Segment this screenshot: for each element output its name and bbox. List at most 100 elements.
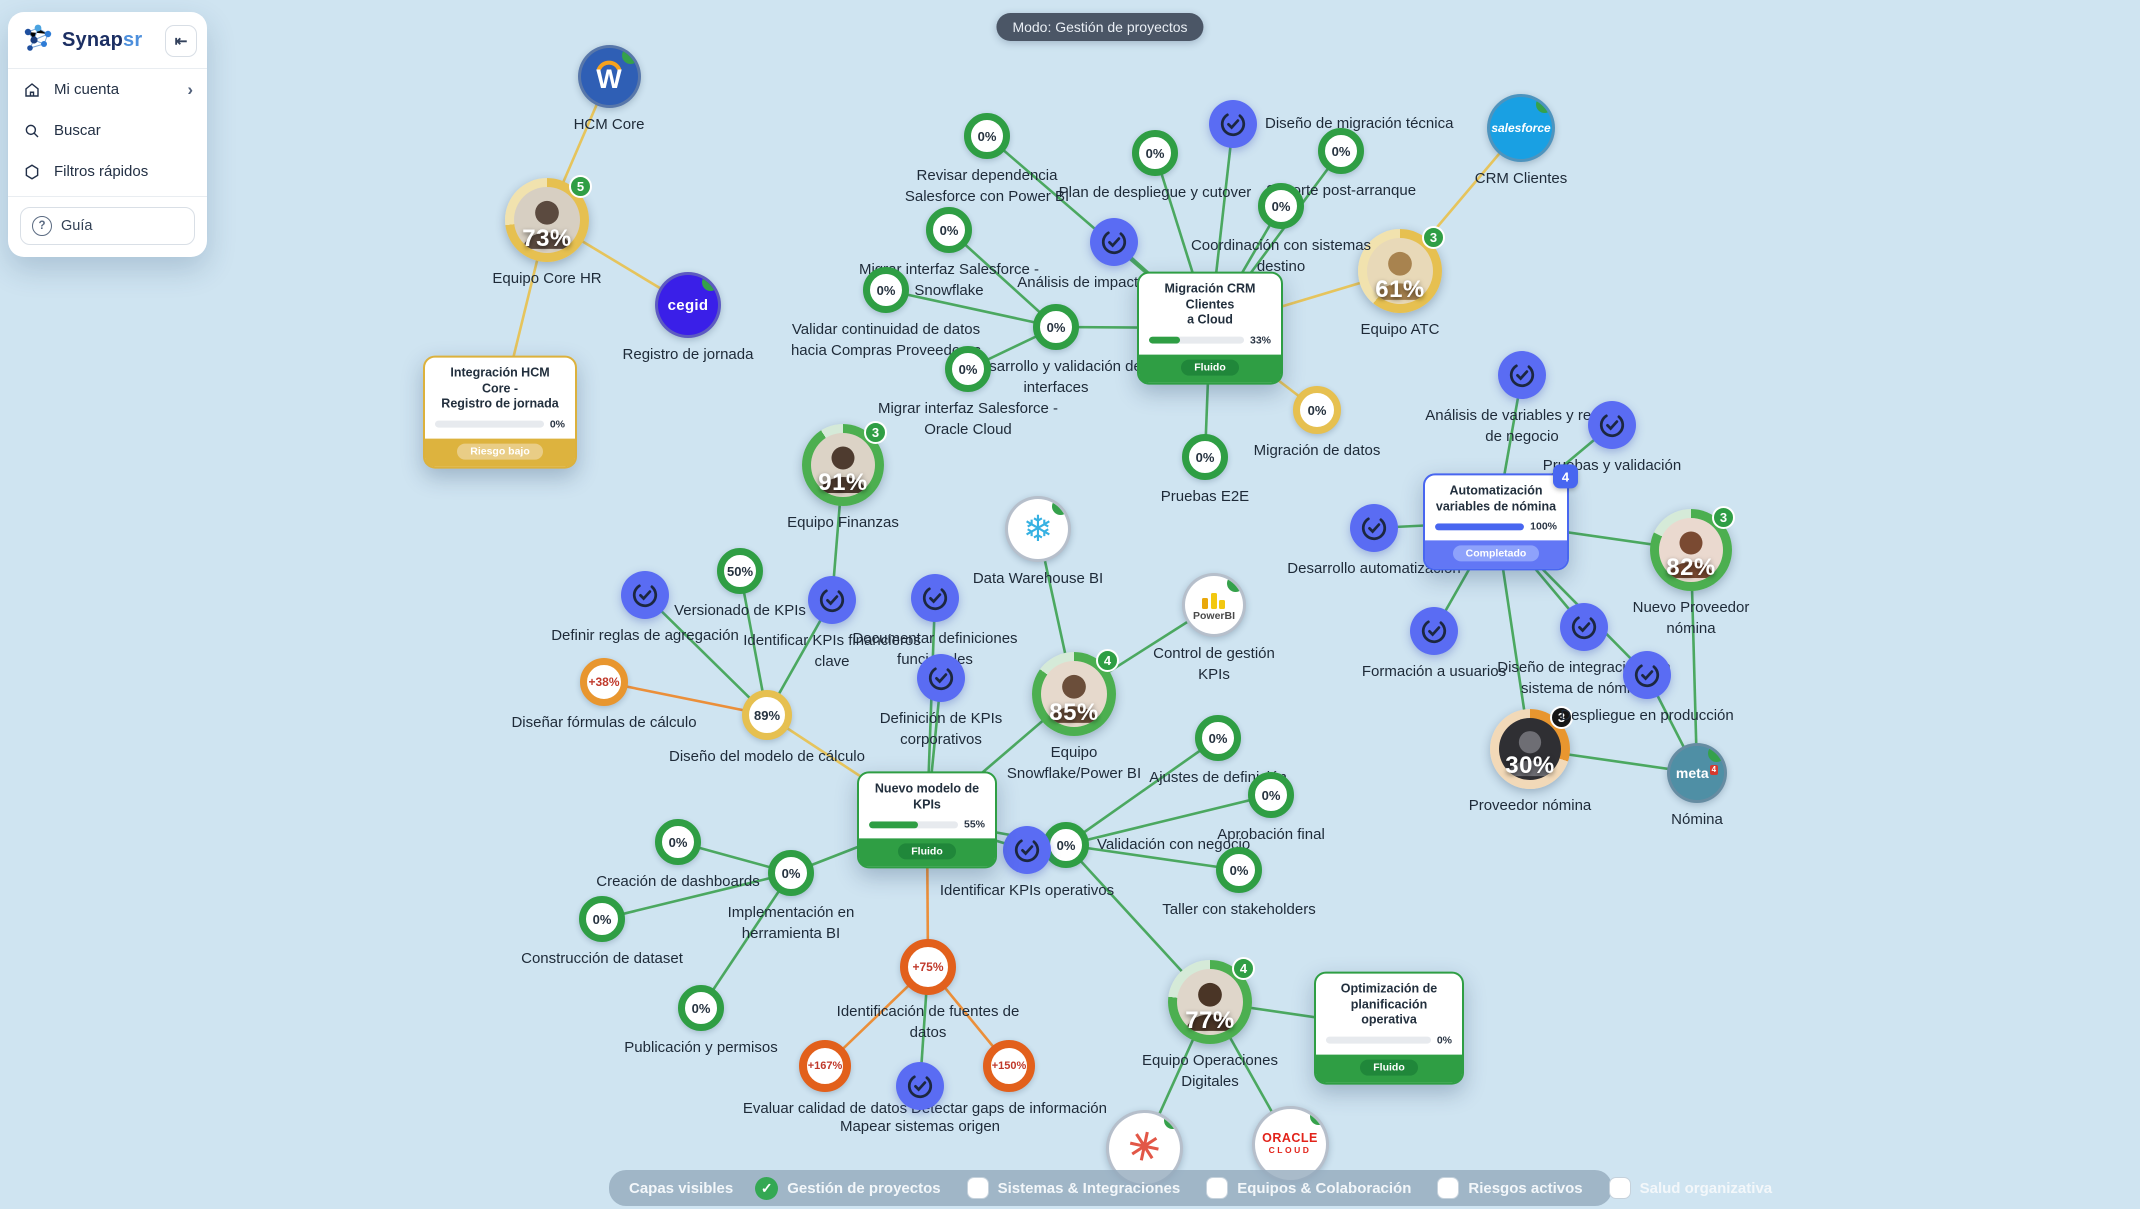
team-progress-value: 85% bbox=[1049, 699, 1099, 726]
task-node-plan-despliegue[interactable]: 0% bbox=[1132, 130, 1178, 176]
progress-value: 0% bbox=[1056, 837, 1076, 853]
task-node-ajustes-definicion[interactable]: 0% bbox=[1195, 715, 1241, 761]
task-node-publicacion-permisos[interactable]: 0% bbox=[678, 985, 724, 1031]
system-node-registro-jornada[interactable]: cegid bbox=[655, 272, 721, 338]
task-node-migrar-snowflake[interactable]: 0% bbox=[926, 207, 972, 253]
task-node-coordinacion-sistemas[interactable]: 0% bbox=[1258, 183, 1304, 229]
task-node-mapear-sistemas[interactable] bbox=[896, 1062, 944, 1110]
task-node-migracion-datos[interactable]: 0% bbox=[1293, 386, 1341, 434]
team-node-equipo-finanzas[interactable]: 91%3 bbox=[802, 421, 887, 506]
task-node-creacion-dashboards[interactable]: 0% bbox=[655, 819, 701, 865]
task-node-aprobacion-final[interactable]: 0% bbox=[1248, 772, 1294, 818]
task-node-migrar-oracle[interactable]: 0% bbox=[945, 346, 991, 392]
check-circle-icon bbox=[1014, 837, 1040, 863]
task-node-implementacion-bi[interactable]: 0% bbox=[768, 850, 814, 896]
team-node-equipo-operaciones[interactable]: 77%4 bbox=[1168, 957, 1255, 1044]
system-node-data-warehouse[interactable]: ❄ bbox=[1005, 496, 1071, 562]
task-node-diseno-migracion[interactable] bbox=[1209, 100, 1257, 148]
team-progress-value: 91% bbox=[818, 469, 868, 496]
progress-value: 0% bbox=[1229, 862, 1249, 878]
progress-bar bbox=[435, 420, 544, 428]
help-icon: ? bbox=[32, 216, 52, 236]
status-dot bbox=[702, 275, 718, 291]
checkbox-checked-icon[interactable]: ✓ bbox=[755, 1176, 779, 1200]
task-node-definicion-kpis-corp[interactable] bbox=[917, 654, 965, 702]
task-node-pruebas-validacion[interactable] bbox=[1588, 401, 1636, 449]
layer-toggle-3[interactable]: Riesgos activos bbox=[1437, 1177, 1583, 1199]
progress-value: +38% bbox=[588, 675, 620, 689]
guide-button[interactable]: ? Guía bbox=[20, 207, 195, 245]
task-node-documentar-definiciones[interactable] bbox=[911, 574, 959, 622]
sidebar-collapse-button[interactable]: ⇤ bbox=[165, 24, 197, 57]
task-node-diseno-integracion[interactable] bbox=[1560, 603, 1608, 651]
task-node-taller-stakeholders[interactable]: 0% bbox=[1216, 847, 1262, 893]
task-node-revisar-dependencia[interactable]: 0% bbox=[964, 113, 1010, 159]
progress-bar bbox=[869, 821, 958, 829]
edge bbox=[885, 288, 1057, 329]
task-node-analisis-variables[interactable] bbox=[1498, 351, 1546, 399]
task-node-pruebas-e2e[interactable]: 0% bbox=[1182, 434, 1228, 480]
system-node-hcm-core[interactable]: W bbox=[577, 44, 641, 108]
task-node-desarrollo-automatizacion[interactable] bbox=[1350, 504, 1398, 552]
system-node-control-gestion[interactable]: PowerBI bbox=[1182, 573, 1246, 637]
task-node-construccion-dataset[interactable]: 0% bbox=[579, 896, 625, 942]
progress-percent: 100% bbox=[1530, 520, 1557, 533]
checkbox-unchecked-icon[interactable] bbox=[1206, 1177, 1229, 1199]
task-node-validacion-negocio[interactable]: 0% bbox=[1043, 822, 1089, 868]
task-node-identificacion-fuentes[interactable]: +75% bbox=[900, 939, 956, 995]
card-title: Automatización variables de nómina bbox=[1435, 483, 1557, 513]
system-node-crm-clientes[interactable]: salesforce bbox=[1487, 94, 1555, 162]
status-pill: Fluido bbox=[898, 843, 956, 860]
checkbox-unchecked-icon[interactable] bbox=[1608, 1177, 1631, 1199]
layer-toggle-4[interactable]: Salud organizativa bbox=[1608, 1177, 1772, 1199]
team-node-equipo-snowflake[interactable]: 85%4 bbox=[1032, 649, 1119, 736]
check-circle-icon bbox=[1101, 229, 1127, 255]
progress-value: 0% bbox=[1145, 145, 1165, 161]
status-dot bbox=[1536, 97, 1552, 113]
progress-fill bbox=[869, 821, 918, 829]
card-automatizacion[interactable]: Automatización variables de nómina 100% Co… bbox=[1423, 464, 1578, 571]
sidebar-item-filtros-rapidos[interactable]: Filtros rápidos bbox=[8, 151, 207, 192]
task-node-identificar-kpis-fin[interactable] bbox=[808, 576, 856, 624]
task-node-desarrollo-interfaces[interactable]: 0% bbox=[1033, 304, 1079, 350]
task-node-disenar-formulas[interactable]: +38% bbox=[580, 658, 628, 706]
layer-toggle-0[interactable]: ✓Gestión de proyectos bbox=[755, 1176, 941, 1200]
card-progress: 33% bbox=[1149, 334, 1271, 346]
layer-toggle-1[interactable]: Sistemas & Integraciones bbox=[966, 1177, 1180, 1199]
task-node-versionado-kpis[interactable]: 50% bbox=[717, 548, 763, 594]
sidebar-item-mi-cuenta[interactable]: Mi cuenta › bbox=[8, 69, 207, 110]
team-node-equipo-core-hr[interactable]: 73%5 bbox=[505, 175, 592, 262]
progress-value: 0% bbox=[958, 361, 978, 377]
team-node-nuevo-proveedor[interactable]: 82%3 bbox=[1650, 506, 1735, 591]
task-node-validar-continuidad[interactable]: 0% bbox=[863, 267, 909, 313]
task-node-soporte-post[interactable]: 0% bbox=[1318, 128, 1364, 174]
card-footer: Fluido bbox=[859, 838, 995, 867]
task-node-formacion-usuarios[interactable] bbox=[1410, 607, 1458, 655]
layer-toggle-2[interactable]: Equipos & Colaboración bbox=[1206, 1177, 1411, 1199]
task-node-identificar-kpis-oper[interactable] bbox=[1003, 826, 1051, 874]
team-node-proveedor-nomina[interactable]: 30%3 bbox=[1490, 706, 1573, 789]
task-node-definir-reglas[interactable] bbox=[621, 571, 669, 619]
card-footer: Completado bbox=[1425, 540, 1567, 569]
progress-value: 0% bbox=[781, 865, 801, 881]
team-node-equipo-atc[interactable]: 61%3 bbox=[1358, 226, 1445, 313]
sidebar-item-buscar[interactable]: Buscar bbox=[8, 110, 207, 151]
task-node-evaluar-calidad[interactable]: +167% bbox=[799, 1040, 851, 1092]
check-circle-icon bbox=[1220, 111, 1246, 137]
card-integracion[interactable]: Integración HCM Core - Registro de jorna… bbox=[423, 355, 577, 469]
sidebar-header: Synapsr ⇤ bbox=[8, 12, 207, 69]
task-node-diseno-modelo[interactable]: 89% bbox=[742, 690, 792, 740]
card-body: Automatización variables de nómina 100% bbox=[1425, 475, 1567, 538]
task-node-despliegue-produccion[interactable] bbox=[1623, 651, 1671, 699]
checkbox-unchecked-icon[interactable] bbox=[966, 1177, 989, 1199]
progress-value: 0% bbox=[1261, 787, 1281, 803]
task-node-analisis-impacto[interactable] bbox=[1090, 218, 1138, 266]
checkbox-unchecked-icon[interactable] bbox=[1437, 1177, 1460, 1199]
task-node-detectar-gaps[interactable]: +150% bbox=[983, 1040, 1035, 1092]
